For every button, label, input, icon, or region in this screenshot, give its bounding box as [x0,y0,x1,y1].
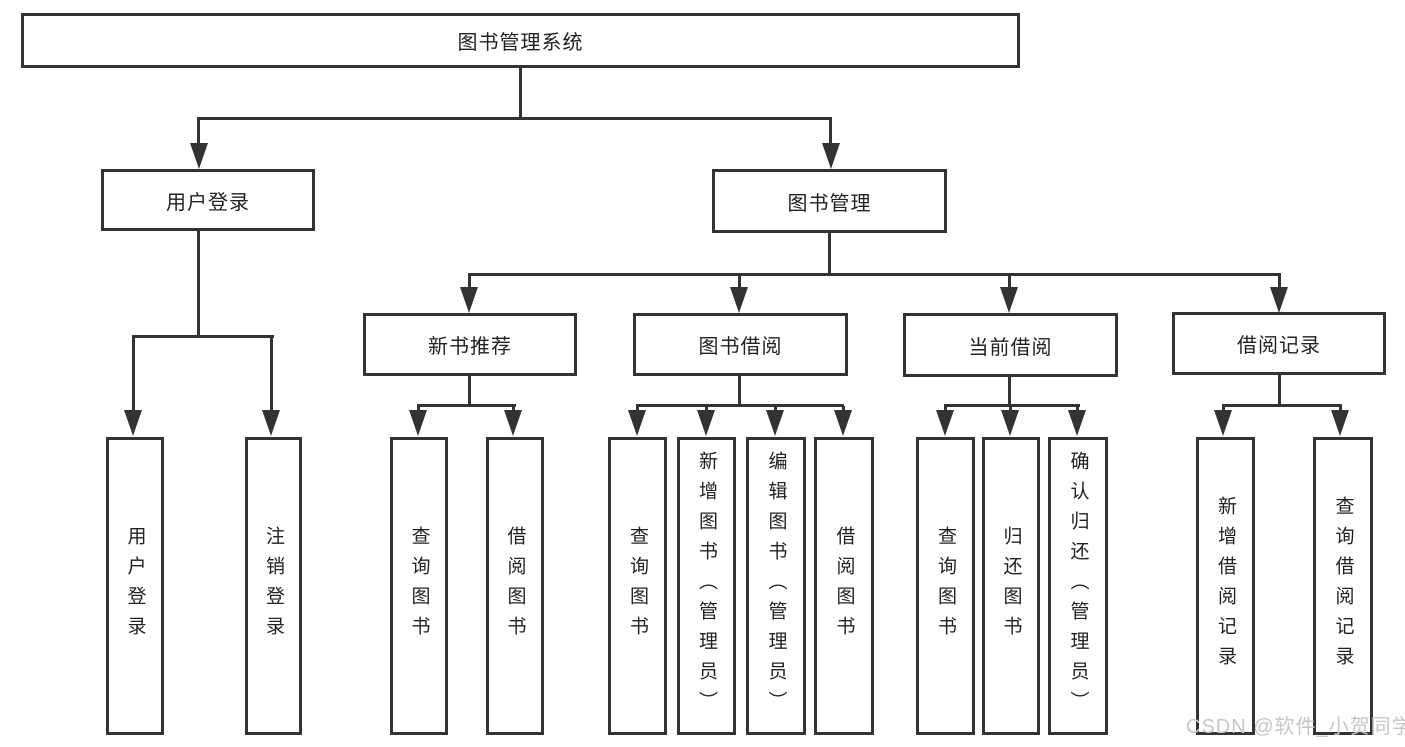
connector-line [1009,406,1012,412]
arrow-down-icon [262,410,280,436]
arrow-down-icon [730,287,748,313]
node-label: 查询图书 [408,526,430,646]
connector-line [944,406,947,412]
connector-line [132,335,274,338]
arrow-down-icon [1068,410,1086,436]
leaf-edit-book-admin: 编辑图书（管理员） [746,437,806,735]
connector-line [705,406,708,412]
connector-line [1278,275,1281,289]
connector-line [636,406,639,412]
node-label: 图书管理 [787,192,872,215]
connector-line [270,337,273,412]
node-label: 用户登录 [166,191,250,214]
arrow-down-icon [1331,410,1349,436]
connector-line [512,406,515,412]
arrow-down-icon [1001,410,1019,436]
arrow-down-icon [1214,410,1232,436]
connector-line [468,376,471,406]
connector-line [1278,375,1281,406]
arrow-down-icon [1270,287,1288,313]
arrow-down-icon [1000,287,1018,313]
arrow-down-icon [190,143,208,169]
node-label: 注销登录 [263,526,284,646]
node-label: 查询借阅记录 [1332,496,1354,676]
connector-line [1339,406,1342,412]
csdn-watermark: CSDN @软件_小贺同学 [1186,716,1405,738]
connector-line [197,231,200,337]
connector-line [1008,377,1011,406]
connector-line [519,66,522,119]
node-label: 新增借阅记录 [1215,496,1236,676]
node-user-login: 用户登录 [101,169,315,231]
arrow-down-icon [628,410,646,436]
connector-line [1076,406,1079,412]
arrow-down-icon [936,410,954,436]
node-label: 编辑图书（管理员） [765,451,787,721]
leaf-add-book-admin: 新增图书（管理员） [677,437,736,735]
node-book-management: 图书管理 [712,169,947,233]
leaf-return-book: 归还图书 [982,437,1040,735]
node-label: 新书推荐 [428,336,512,358]
arrow-down-icon [697,410,715,436]
connector-line [944,404,1080,407]
node-label: 借阅图书 [504,526,526,646]
leaf-borrow-books-2: 借阅图书 [814,437,874,735]
connector-line [1222,404,1342,407]
connector-line [468,273,1281,276]
node-label: 新增图书（管理员） [696,451,717,721]
connector-line [738,376,741,406]
node-label: 图书借阅 [698,336,783,358]
leaf-query-books-3: 查询图书 [916,437,975,735]
connector-line [417,406,420,412]
leaf-query-books-2: 查询图书 [608,437,667,735]
arrow-down-icon [124,410,142,436]
arrow-down-icon [504,410,522,436]
connector-line [738,275,741,289]
leaf-borrow-books-1: 借阅图书 [486,437,544,735]
node-book-borrow: 图书借阅 [633,313,848,376]
node-label: 当前借阅 [968,336,1053,359]
arrow-down-icon [409,410,427,436]
connector-line [829,119,832,145]
arrow-down-icon [766,410,784,436]
node-label: 图书管理系统 [457,32,584,54]
connector-line [417,404,516,407]
node-label: 用户登录 [124,526,146,646]
connector-line [774,406,777,412]
node-label: 借阅图书 [833,526,855,646]
node-current-borrow: 当前借阅 [903,313,1118,377]
arrow-down-icon [834,410,852,436]
connector-line [197,119,200,145]
arrow-down-icon [460,287,478,313]
leaf-logout: 注销登录 [245,437,302,735]
connector-line [1222,406,1225,412]
node-library-system: 图书管理系统 [21,13,1020,68]
connector-line [636,404,844,407]
connector-line [828,233,831,275]
connector-line [132,337,135,412]
leaf-user-login: 用户登录 [106,437,164,735]
arrow-down-icon [822,143,840,169]
node-new-book-recommend: 新书推荐 [363,313,577,376]
node-label: 查询图书 [935,526,956,646]
node-label: 确认归还（管理员） [1067,451,1089,721]
node-label: 归还图书 [1000,526,1022,646]
connector-line [468,275,471,289]
connector-line [842,406,845,412]
node-borrow-record: 借阅记录 [1172,312,1386,375]
node-label: 查询图书 [627,526,648,646]
connector-line [197,117,832,120]
leaf-query-borrow-record: 查询借阅记录 [1313,437,1373,735]
leaf-confirm-return-admin: 确认归还（管理员） [1048,437,1108,735]
leaf-add-borrow-record: 新增借阅记录 [1196,437,1255,735]
leaf-query-books-1: 查询图书 [390,437,448,735]
connector-line [1008,275,1011,289]
node-label: 借阅记录 [1237,335,1321,357]
